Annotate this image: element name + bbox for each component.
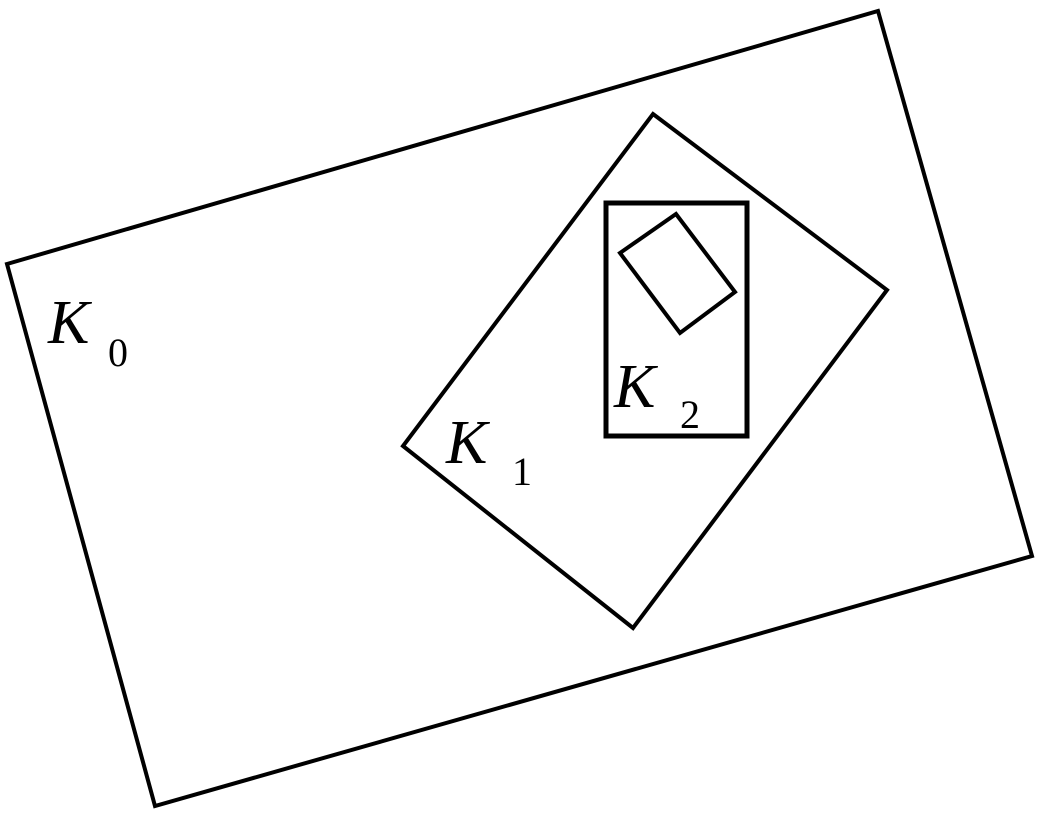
- rectangle-k2: [603, 200, 750, 439]
- label-k1-sub: 1: [512, 449, 532, 494]
- innermost-square: [617, 211, 738, 336]
- label-k1-main: K: [445, 409, 491, 477]
- rectangle-k0: [4, 8, 1035, 809]
- label-k0: K 0: [47, 289, 128, 375]
- label-k1: K 1: [445, 409, 532, 494]
- label-k2: K 2: [613, 353, 700, 437]
- rectangle-k1: [400, 111, 890, 631]
- label-k0-main: K: [47, 289, 93, 357]
- label-k0-sub: 0: [108, 330, 128, 375]
- label-k2-main: K: [613, 353, 659, 421]
- label-k2-sub: 2: [680, 392, 700, 437]
